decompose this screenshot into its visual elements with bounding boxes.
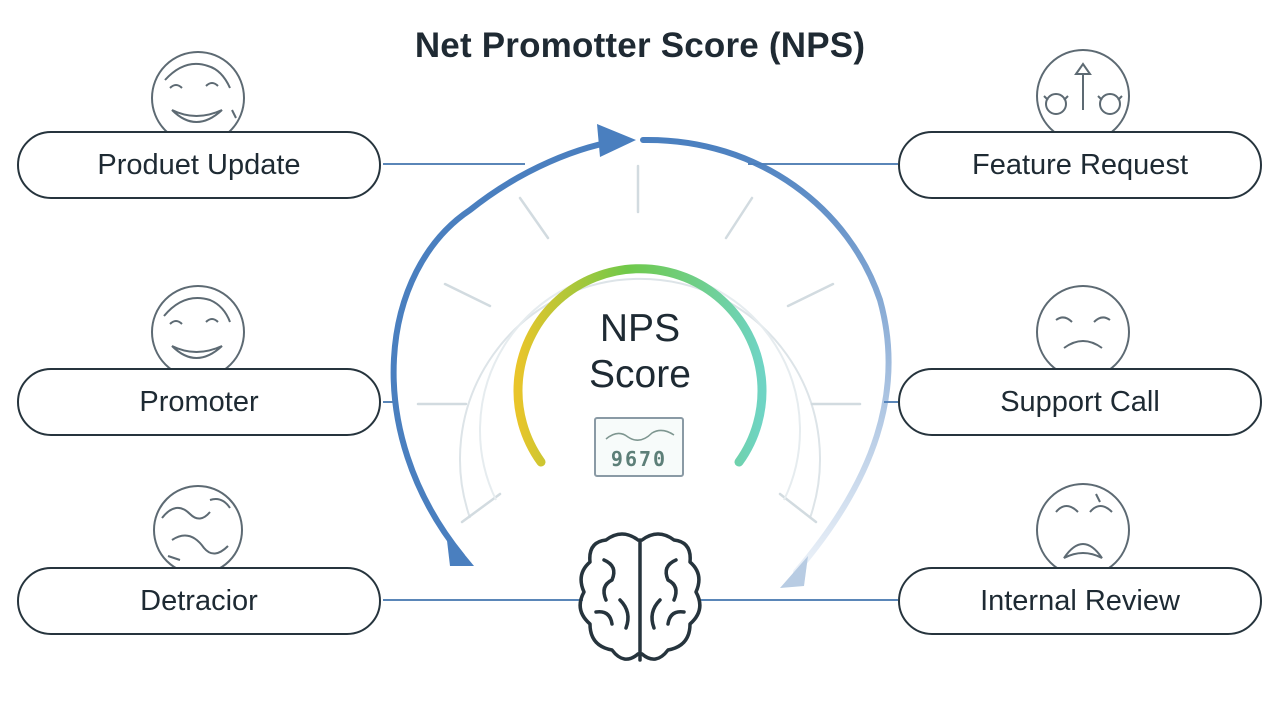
node-label: Internal Review [980, 584, 1180, 617]
readout-value: 9670 [610, 447, 668, 471]
node-label: Produet Update [97, 148, 301, 181]
scribbled-face-icon [153, 485, 243, 575]
nps-score-label: NPS Score [540, 306, 740, 398]
node-label: Promoter [139, 385, 259, 418]
connector-lines [383, 163, 898, 601]
outer-ring [459, 277, 821, 519]
sad-face-icon [1036, 285, 1130, 379]
smiling-face-icon [151, 285, 245, 379]
diagram-title: Net Promotter Score (NPS) [414, 26, 866, 65]
upset-face-icon [1036, 483, 1130, 577]
readout-wave-icon [605, 429, 675, 441]
score-readout-display: 9670 [594, 417, 684, 477]
gauge-ticks [416, 164, 862, 524]
node-label: Feature Request [971, 148, 1188, 181]
node-promoter: Promoter [17, 368, 381, 436]
nps-label-line2: Score [589, 353, 691, 396]
arrowhead-bottom-left [446, 532, 474, 566]
node-product-update: Produet Update [17, 131, 381, 199]
brain-icon [578, 532, 702, 662]
node-label: Support Call [1000, 385, 1160, 418]
cycle-arrow-right [640, 136, 892, 575]
cycle-arrow-left [390, 137, 628, 559]
node-label: Detracior [140, 584, 258, 617]
arrowhead-top [597, 124, 636, 157]
arrowhead-bottom-right [780, 556, 808, 588]
node-feature-request: Feature Request [898, 131, 1262, 199]
node-support-call: Support Call [898, 368, 1262, 436]
node-detractor: Detracior [17, 567, 381, 635]
nps-label-line1: NPS [599, 307, 681, 350]
node-internal-review: Internal Review [898, 567, 1262, 635]
gauge-arc [513, 264, 767, 467]
